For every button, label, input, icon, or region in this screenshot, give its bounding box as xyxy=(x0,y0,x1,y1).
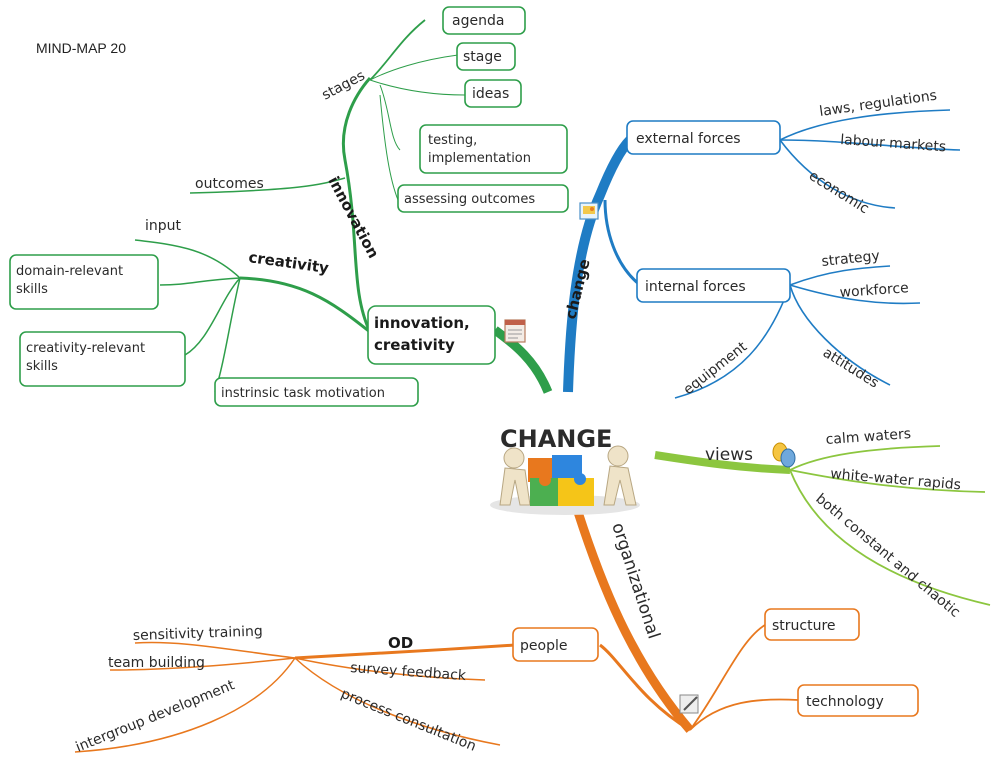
views-main-connector xyxy=(654,451,791,474)
od-item-intergroup: intergroup development xyxy=(74,677,238,756)
note-icon xyxy=(504,319,526,343)
image-icon xyxy=(579,202,599,220)
innovation-creativity-label: innovation, creativity xyxy=(374,314,475,354)
innovation-connector xyxy=(341,77,372,333)
people-box xyxy=(512,627,599,662)
pencil-note-icon xyxy=(679,694,699,714)
organizational-boxes xyxy=(512,608,919,717)
creativity-item-domain-line1: domain-relevant xyxy=(16,264,123,279)
internal-item-equipment: equipment xyxy=(681,339,751,399)
internal-item-strategy: strategy xyxy=(821,248,881,270)
change-boxes xyxy=(626,120,791,303)
stage-item-stage-box xyxy=(456,42,516,71)
innovation-branch xyxy=(134,19,553,394)
stages-label: stages xyxy=(319,68,367,104)
stage-item-stage: stage xyxy=(463,49,502,65)
center-label: CHANGE xyxy=(500,425,612,453)
od-item-sensitivity: sensitivity training xyxy=(133,623,263,644)
stage-item-testing-line1: testing, xyxy=(428,133,477,148)
views-item-both: both constant and chaotic xyxy=(812,491,963,621)
external-forces-label: external forces xyxy=(636,131,741,147)
change-branch xyxy=(563,109,961,399)
stage-item-testing-box xyxy=(419,124,568,174)
views-branch xyxy=(654,445,991,606)
external-forces-box xyxy=(626,120,781,155)
creativity-label: creativity xyxy=(247,248,330,277)
center-puzzle-image xyxy=(490,445,640,515)
stage-item-ideas: ideas xyxy=(472,86,509,102)
organizational-label: organizational xyxy=(607,520,663,641)
creativity-connector xyxy=(239,276,371,334)
innovation-main-connector xyxy=(492,326,553,394)
stage-item-agenda-box xyxy=(442,6,526,35)
input-label: input xyxy=(145,218,182,234)
creativity-item-motivation: instrinsic task motivation xyxy=(221,386,385,401)
page-title: MIND-MAP 20 xyxy=(36,40,126,56)
stage-item-testing: testing, implementation xyxy=(428,133,531,166)
creativity-item-domain-line2: skills xyxy=(16,282,48,297)
od-item-process: process consultation xyxy=(339,686,479,755)
internal-forces-label: internal forces xyxy=(645,279,746,295)
change-main-connector xyxy=(563,136,634,393)
internal-forces-box xyxy=(636,268,791,303)
creativity-item-creativity-box xyxy=(19,331,186,387)
stage-item-ideas-box xyxy=(464,79,522,108)
technology-label: technology xyxy=(806,694,884,710)
internal-item-attitudes: attitudes xyxy=(820,345,882,392)
innovation-creativity-line1: innovation, xyxy=(374,314,470,332)
innovation-creativity-box xyxy=(367,305,496,365)
creativity-item-domain-box xyxy=(9,254,159,310)
creativity-item-motivation-box xyxy=(214,377,419,407)
external-item-economic: economic xyxy=(806,168,872,217)
innovation-boxes xyxy=(9,6,569,407)
od-label: OD xyxy=(388,634,413,652)
creativity-item-creativity-line2: skills xyxy=(26,359,58,374)
od-item-survey: survey feedback xyxy=(350,660,468,684)
people-label: people xyxy=(520,638,567,654)
technology-box xyxy=(797,684,919,717)
organizational-main-connector xyxy=(573,510,694,733)
innovation-creativity-line2: creativity xyxy=(374,336,455,354)
views-item-calm: calm waters xyxy=(825,426,911,448)
creativity-item-creativity: creativity-relevant skills xyxy=(26,341,149,374)
stage-item-assessing: assessing outcomes xyxy=(404,192,535,207)
stage-item-assessing-box xyxy=(397,184,569,213)
change-label: change xyxy=(561,257,593,321)
structure-box xyxy=(764,608,860,641)
outcomes-label: outcomes xyxy=(195,176,264,192)
organizational-branch xyxy=(74,510,799,753)
internal-item-workforce: workforce xyxy=(839,280,909,301)
views-label: views xyxy=(705,445,753,465)
stage-item-testing-line2: implementation xyxy=(428,151,531,166)
od-item-team: team building xyxy=(108,655,205,671)
stage-item-agenda: agenda xyxy=(452,13,504,29)
external-item-labour: labour markets xyxy=(840,132,947,155)
structure-label: structure xyxy=(772,618,836,634)
creativity-item-domain: domain-relevant skills xyxy=(16,264,127,297)
creativity-item-creativity-line1: creativity-relevant xyxy=(26,341,145,356)
theater-masks-icon xyxy=(772,442,796,468)
views-item-white-water: white-water rapids xyxy=(830,466,962,493)
